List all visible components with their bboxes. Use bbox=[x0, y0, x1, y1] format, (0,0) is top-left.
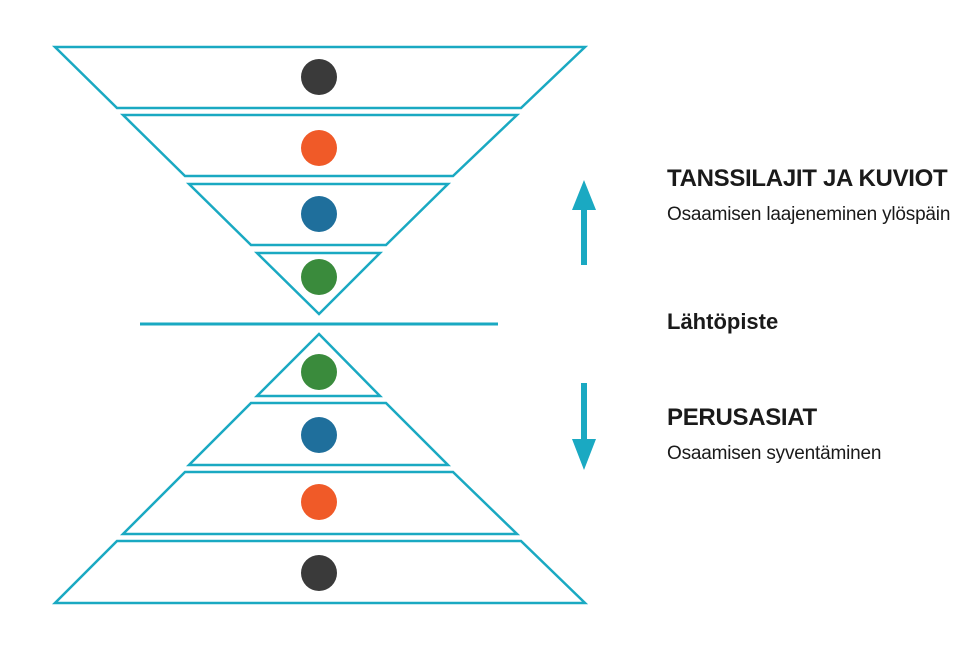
lower-pyramid bbox=[51, 332, 589, 605]
upper-dot-3 bbox=[301, 196, 337, 232]
arrow-down-icon bbox=[572, 383, 596, 470]
starting-point-label: Lähtöpiste bbox=[667, 309, 779, 334]
upper-dot-4 bbox=[301, 259, 337, 295]
upper-dot-1 bbox=[301, 59, 337, 95]
top-heading: TANSSILAJIT JA KUVIOT bbox=[667, 165, 948, 192]
top-subtitle: Osaamisen laajeneminen ylöspäin bbox=[667, 204, 951, 225]
lower-dot-1 bbox=[301, 354, 337, 390]
upper-funnel bbox=[51, 45, 589, 316]
arrow-up-icon bbox=[572, 180, 596, 265]
lower-dot-2 bbox=[301, 417, 337, 453]
bottom-subtitle: Osaamisen syventäminen bbox=[667, 443, 882, 464]
lower-dot-3 bbox=[301, 484, 337, 520]
upper-dot-2 bbox=[301, 130, 337, 166]
lower-dot-4 bbox=[301, 555, 337, 591]
bottom-heading: PERUSASIAT bbox=[667, 404, 817, 431]
